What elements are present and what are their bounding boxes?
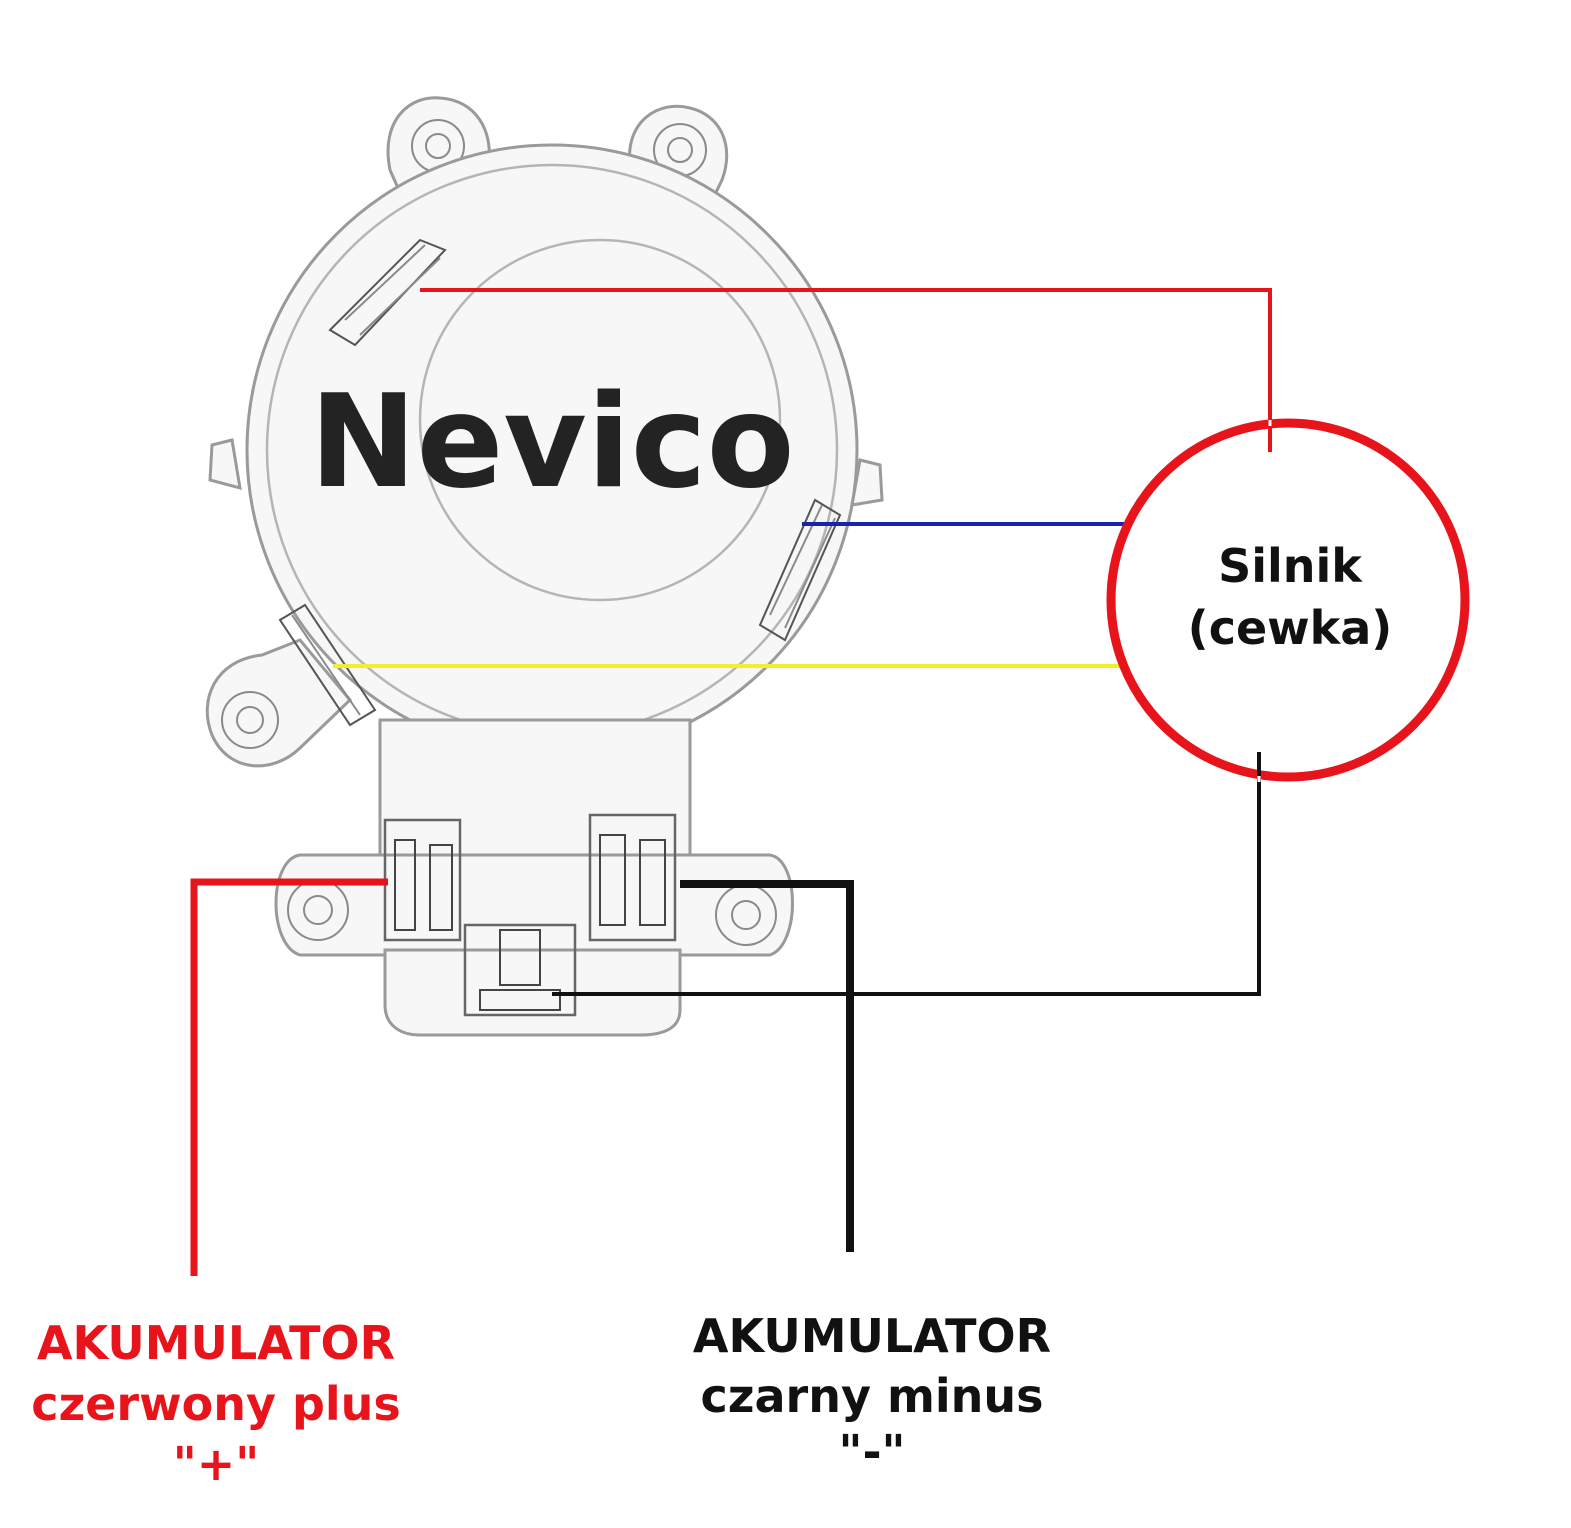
battery-minus-symbol: "-" [838, 1425, 905, 1479]
battery-plus-symbol: "+" [173, 1437, 259, 1491]
wire-red-top [420, 288, 1272, 452]
connector-pin-minus [588, 813, 677, 942]
connector-bottom [383, 948, 682, 1037]
motor-circle [1106, 418, 1470, 782]
motor-label-line2: (cewka) [1188, 601, 1393, 655]
wires [190, 288, 1272, 1276]
motor-coil: Silnik (cewka) [1106, 418, 1470, 782]
right-side-tab [850, 458, 884, 507]
battery-minus-label: AKUMULATOR czarny minus "-" [693, 1309, 1051, 1479]
terminal-slot-left [278, 603, 377, 727]
battery-minus-description: czarny minus [700, 1369, 1043, 1423]
brand-name: Nevico [309, 368, 794, 517]
wire-red-battery-plus [190, 878, 388, 1276]
connector-pin-center [463, 923, 577, 1017]
left-side-tab [208, 438, 242, 491]
wire-black-motor [552, 752, 1261, 996]
motor-label-line1: Silnik [1218, 539, 1363, 593]
wire-black-battery-minus [680, 880, 854, 1252]
battery-minus-title: AKUMULATOR [693, 1309, 1051, 1363]
terminal-slot-top [328, 238, 447, 347]
battery-plus-description: czerwony plus [31, 1377, 401, 1431]
switch-device-drawing [205, 96, 884, 1037]
connector-block [274, 853, 794, 957]
battery-plus-title: AKUMULATOR [37, 1316, 395, 1370]
battery-plus-label: AKUMULATOR czerwony plus "+" [31, 1316, 401, 1491]
